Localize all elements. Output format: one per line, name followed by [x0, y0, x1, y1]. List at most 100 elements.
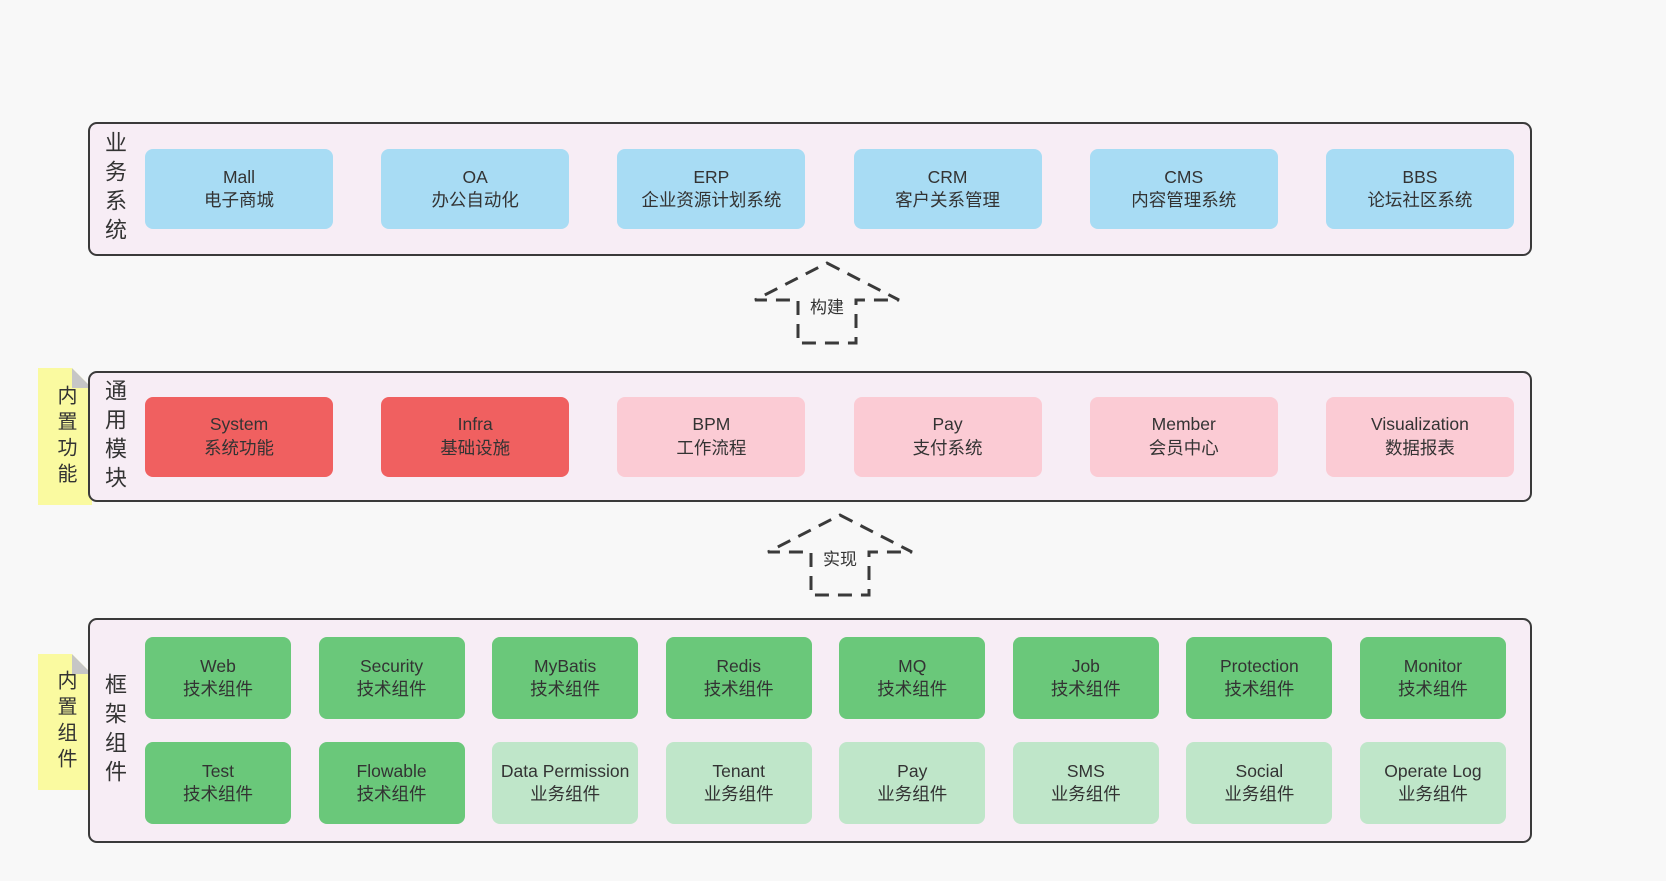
box-pay: Pay 业务组件	[839, 742, 986, 824]
box-subtitle: 论坛社区系统	[1367, 190, 1473, 210]
box-title: Member	[1151, 414, 1216, 435]
box-subtitle: 技术组件	[530, 679, 601, 699]
box-oa: OA 办公自动化	[381, 149, 570, 229]
box-subtitle: 技术组件	[703, 679, 774, 699]
box-title: CRM	[927, 166, 968, 187]
box-subtitle: 电子商城	[204, 190, 274, 210]
box-title: MQ	[898, 655, 927, 676]
box-title: Flowable	[356, 760, 427, 781]
up-arrow-icon	[754, 261, 900, 345]
box-subtitle: 数据报表	[1384, 437, 1455, 458]
box-bbs: BBS 论坛社区系统	[1325, 149, 1514, 229]
box-test: Test 技术组件	[145, 742, 291, 824]
box-title: BBS	[1402, 166, 1438, 187]
box-title: ERP	[693, 166, 730, 187]
box-subtitle: 业务组件	[877, 784, 948, 804]
box-subtitle: 系统功能	[204, 437, 274, 458]
layer-business-systems: 业务系统 Mall 电子商城 OA 办公自动化 ERP 企业资源计划系统 CRM 客户关系管理…	[88, 122, 1532, 256]
up-arrow-icon	[767, 513, 913, 597]
layer-label: 框架组件	[102, 672, 127, 789]
arrow-label: 实现	[820, 544, 860, 571]
box-title: BPM	[692, 414, 731, 435]
box-job: Job 技术组件	[1012, 637, 1159, 719]
box-subtitle: 技术组件	[877, 679, 948, 699]
box-subtitle: 业务组件	[1224, 784, 1295, 804]
box-erp: ERP 企业资源计划系统	[617, 149, 806, 229]
box-title: Data Permission	[500, 760, 630, 781]
box-title: OA	[462, 166, 488, 187]
box-subtitle: 内容管理系统	[1131, 190, 1237, 210]
box-title: Social	[1235, 760, 1284, 781]
note-label: 内置组件	[54, 670, 76, 774]
note-label: 内置功能	[54, 384, 76, 489]
box-tenant: Tenant 业务组件	[665, 742, 812, 824]
box-sms: SMS 业务组件	[1012, 742, 1159, 824]
box-subtitle: 业务组件	[703, 784, 774, 804]
sticky-note-builtin-components: 内置组件	[38, 654, 92, 790]
box-title: Monitor	[1403, 655, 1463, 676]
box-mybatis: MyBatis 技术组件	[492, 637, 639, 719]
box-subtitle: 办公自动化	[431, 190, 519, 210]
box-subtitle: 业务组件	[1050, 784, 1121, 804]
box-crm: CRM 客户关系管理	[853, 149, 1042, 229]
box-subtitle: 工作流程	[676, 437, 747, 458]
box-title: SMS	[1066, 760, 1105, 781]
box-subtitle: 技术组件	[1050, 679, 1121, 699]
box-title: Tenant	[712, 760, 765, 781]
box-subtitle: 企业资源计划系统	[641, 190, 782, 210]
build-arrow: 构建	[752, 260, 902, 346]
box-operate-log: Operate Log 业务组件	[1359, 742, 1506, 824]
box-title: Security	[359, 655, 424, 676]
box-title: CMS	[1164, 166, 1204, 187]
box-subtitle: 技术组件	[183, 679, 253, 699]
layer-label: 通用模块	[102, 378, 127, 495]
box-subtitle: 客户关系管理	[895, 190, 1001, 210]
box-title: Protection	[1219, 655, 1299, 676]
sticky-note-builtin-features: 内置功能	[38, 368, 92, 505]
layer-boxes: Mall 电子商城 OA 办公自动化 ERP 企业资源计划系统 CRM 客户关系管理 CMS 内容…	[145, 124, 1514, 254]
box-flowable: Flowable 技术组件	[318, 742, 465, 824]
box-row: Mall 电子商城 OA 办公自动化 ERP 企业资源计划系统 CRM 客户关系管理 CMS 内容…	[145, 149, 1514, 229]
implement-arrow: 实现	[765, 512, 915, 598]
box-monitor: Monitor 技术组件	[1359, 637, 1506, 719]
box-title: Mall	[222, 166, 256, 187]
box-subtitle: 业务组件	[530, 784, 601, 804]
box-title: MyBatis	[534, 655, 597, 676]
box-subtitle: 基础设施	[440, 437, 511, 458]
box-subtitle: 技术组件	[1397, 679, 1468, 699]
box-web: Web 技术组件	[145, 637, 291, 719]
box-title: Pay	[932, 414, 963, 435]
box-security: Security 技术组件	[318, 637, 465, 719]
box-title: System	[209, 414, 269, 435]
box-title: Job	[1071, 655, 1100, 676]
box-title: Infra	[457, 414, 493, 435]
layer-label: 业务系统	[102, 131, 127, 247]
box-subtitle: 会员中心	[1148, 437, 1219, 458]
box-redis: Redis 技术组件	[665, 637, 812, 719]
box-subtitle: 技术组件	[356, 679, 427, 699]
box-title: Web	[200, 655, 236, 676]
box-title: Redis	[716, 655, 762, 676]
box-cms: CMS 内容管理系统	[1089, 149, 1278, 229]
box-title: Operate Log	[1384, 760, 1482, 781]
box-subtitle: 技术组件	[183, 784, 253, 804]
box-subtitle: 技术组件	[356, 784, 427, 804]
arrow-label: 构建	[807, 292, 847, 319]
box-title: Test	[201, 760, 235, 781]
box-title: Pay	[897, 760, 928, 781]
box-data-permission: Data Permission 业务组件	[492, 742, 639, 824]
box-subtitle: 业务组件	[1397, 784, 1468, 804]
